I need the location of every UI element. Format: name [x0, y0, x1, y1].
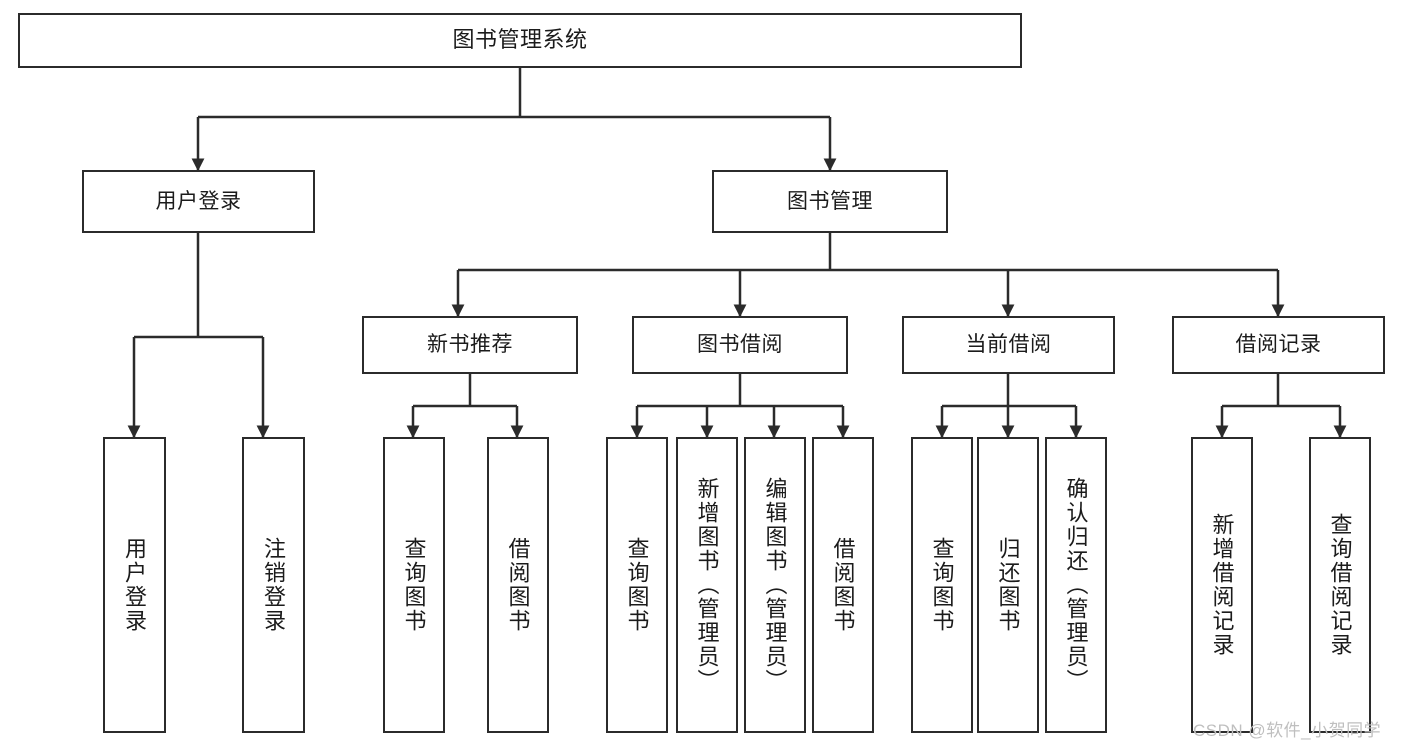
leaf-current-query-book[interactable]: 查询图书: [911, 437, 973, 733]
node-new-book-recommend[interactable]: 新书推荐: [362, 316, 578, 374]
node-label: 注销登录: [261, 537, 287, 633]
leaf-borrow-edit-book-admin[interactable]: 编辑图书（管理员）: [744, 437, 806, 733]
leaf-borrow-add-book-admin[interactable]: 新增图书（管理员）: [676, 437, 738, 733]
node-current-borrow[interactable]: 当前借阅: [902, 316, 1115, 374]
leaf-record-add-borrow-record[interactable]: 新增借阅记录: [1191, 437, 1253, 733]
node-label: 图书管理: [787, 189, 873, 213]
leaf-current-return-book[interactable]: 归还图书: [977, 437, 1039, 733]
node-label: 查询借阅记录: [1327, 513, 1353, 657]
leaf-recommend-borrow-book[interactable]: 借阅图书: [487, 437, 549, 733]
leaf-recommend-query-book[interactable]: 查询图书: [383, 437, 445, 733]
leaf-user-login-login[interactable]: 用户登录: [103, 437, 166, 733]
node-book-borrow[interactable]: 图书借阅: [632, 316, 848, 374]
node-label: 新书推荐: [427, 333, 513, 357]
node-book-management[interactable]: 图书管理: [712, 170, 948, 233]
node-root-book-management-system[interactable]: 图书管理系统: [18, 13, 1022, 68]
leaf-borrow-borrow-book[interactable]: 借阅图书: [812, 437, 874, 733]
node-label: 查询图书: [624, 537, 650, 633]
node-user-login[interactable]: 用户登录: [82, 170, 315, 233]
leaf-user-login-logout[interactable]: 注销登录: [242, 437, 305, 733]
node-label: 新增借阅记录: [1209, 513, 1235, 657]
node-label: 图书管理系统: [452, 27, 588, 53]
node-label: 编辑图书（管理员）: [762, 477, 788, 693]
node-borrow-record[interactable]: 借阅记录: [1172, 316, 1385, 374]
node-label: 新增图书（管理员）: [694, 477, 720, 693]
leaf-borrow-query-book[interactable]: 查询图书: [606, 437, 668, 733]
node-label: 借阅图书: [830, 537, 856, 633]
node-label: 用户登录: [122, 537, 148, 633]
leaf-record-query-borrow-record[interactable]: 查询借阅记录: [1309, 437, 1371, 733]
node-label: 当前借阅: [965, 333, 1052, 357]
node-label: 图书借阅: [697, 333, 783, 357]
node-label: 确认归还（管理员）: [1063, 477, 1089, 693]
csdn-watermark: CSDN @软件_小贺同学: [1193, 721, 1382, 740]
node-label: 查询图书: [401, 537, 427, 633]
node-label: 查询图书: [929, 537, 955, 633]
node-label: 归还图书: [995, 537, 1021, 633]
leaf-current-confirm-return-admin[interactable]: 确认归还（管理员）: [1045, 437, 1107, 733]
node-label: 借阅图书: [505, 537, 531, 633]
node-label: 借阅记录: [1235, 333, 1322, 357]
node-label: 用户登录: [155, 189, 242, 213]
